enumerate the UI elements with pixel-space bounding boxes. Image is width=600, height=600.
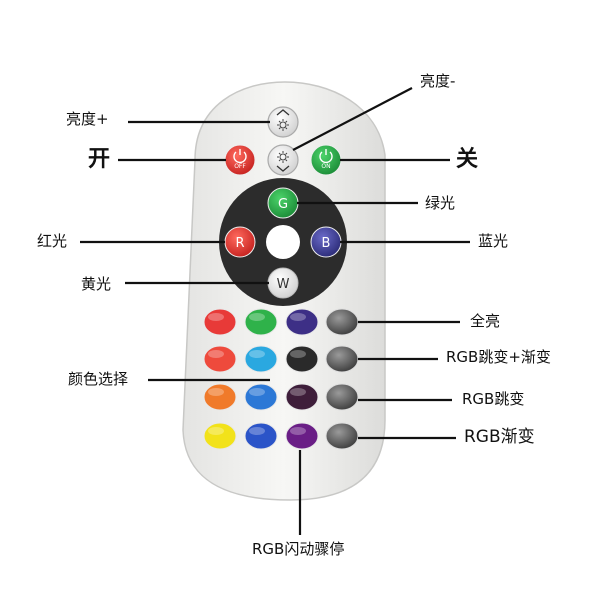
label-brightness-down: 亮度- [420, 72, 456, 90]
white-button[interactable]: W [267, 267, 299, 299]
color-button-highlight [208, 350, 224, 358]
color-button-highlight [290, 388, 306, 396]
green-button[interactable]: G [267, 187, 299, 219]
color-grid [203, 308, 319, 450]
color-button-highlight [290, 313, 306, 321]
white-button-letter: W [277, 277, 290, 292]
brightness-up-button[interactable] [267, 106, 299, 138]
rgb-jump-button[interactable] [325, 383, 359, 411]
color-button-highlight [249, 388, 265, 396]
label-brightness-up: 亮度+ [66, 110, 109, 128]
color-button-highlight [290, 350, 306, 358]
label-power-off: 关 [456, 147, 479, 172]
label-green-light: 绿光 [425, 194, 456, 212]
brightness-down-button[interactable] [267, 144, 299, 176]
color-button-highlight [249, 313, 265, 321]
on-button[interactable]: ON [310, 144, 342, 176]
sun-icon [277, 119, 289, 131]
off-button[interactable]: OFF [224, 144, 256, 176]
label-blue-light: 蓝光 [478, 232, 509, 250]
blue-button-letter: B [322, 236, 331, 251]
label-rgb-jump-fade: RGB跳变+渐变 [446, 348, 551, 366]
arrow-up-icon [276, 109, 290, 116]
label-color-select: 颜色选择 [68, 370, 129, 388]
color-button[interactable] [285, 308, 319, 336]
color-button[interactable] [203, 308, 237, 336]
color-button[interactable] [203, 383, 237, 411]
rgb-fade-button[interactable] [325, 422, 359, 450]
center-button[interactable] [266, 225, 300, 259]
blue-button[interactable]: B [310, 226, 342, 258]
color-button-highlight [290, 427, 306, 435]
color-button[interactable] [203, 422, 237, 450]
color-button-highlight [208, 313, 224, 321]
power-icon [233, 149, 247, 164]
off-button-text: OFF [234, 163, 246, 170]
power-icon [319, 149, 333, 164]
red-button-letter: R [235, 236, 244, 251]
label-full-bright: 全亮 [470, 312, 501, 330]
label-yellow-light: 黄光 [81, 275, 112, 293]
arrow-down-icon [276, 165, 290, 172]
color-button[interactable] [244, 422, 278, 450]
label-rgb-fade: RGB渐变 [464, 427, 535, 447]
red-button[interactable]: R [224, 226, 256, 258]
full-bright-button[interactable] [325, 308, 359, 336]
color-button[interactable] [203, 345, 237, 373]
color-button[interactable] [244, 345, 278, 373]
color-button-highlight [208, 388, 224, 396]
color-button-highlight [249, 427, 265, 435]
color-button[interactable] [244, 308, 278, 336]
label-red-light: 红光 [37, 232, 68, 250]
rgb-jump-fade-button[interactable] [325, 345, 359, 373]
label-rgb-flash-pause: RGB闪动骤停 [252, 540, 345, 558]
color-button[interactable] [285, 383, 319, 411]
green-button-letter: G [278, 197, 288, 212]
color-button[interactable] [285, 422, 319, 450]
on-button-text: ON [321, 163, 330, 170]
sun-icon [277, 151, 289, 163]
color-button[interactable] [285, 345, 319, 373]
label-power-on: 开 [88, 147, 111, 172]
label-rgb-jump: RGB跳变 [462, 390, 525, 408]
color-button-highlight [249, 350, 265, 358]
leader-brightness-down [292, 87, 413, 151]
color-button-highlight [208, 427, 224, 435]
color-button[interactable] [244, 383, 278, 411]
